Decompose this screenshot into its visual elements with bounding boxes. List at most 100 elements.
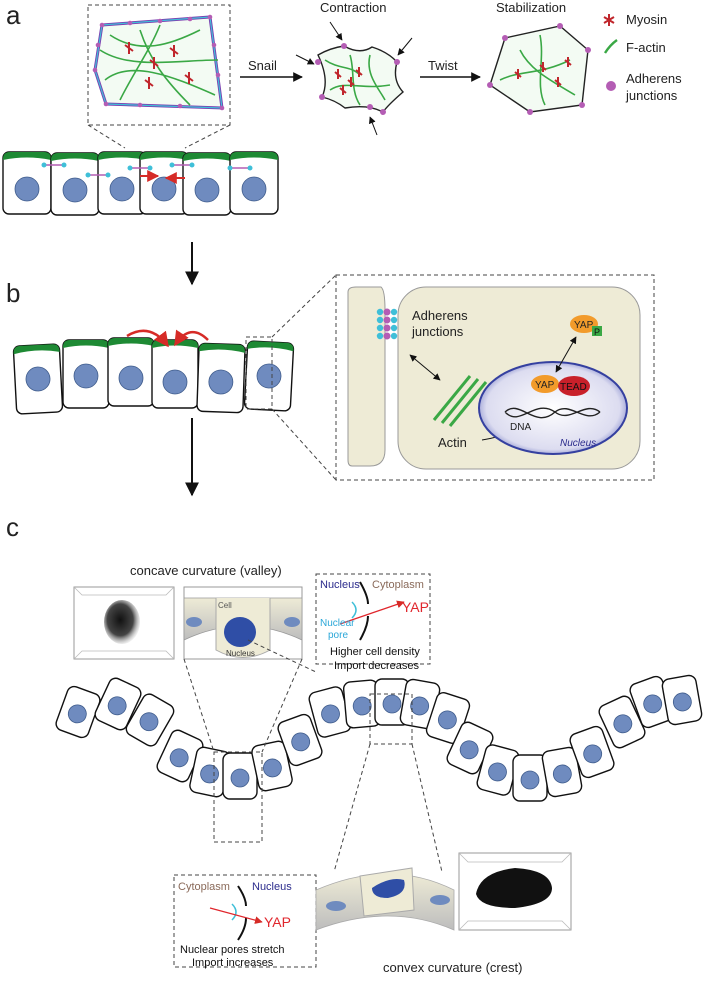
cell-nucleus: [162, 369, 188, 395]
junction-dot: [169, 162, 175, 168]
epithelial-cell: [139, 151, 189, 215]
concave-title: concave curvature (valley): [130, 563, 282, 578]
valley-cross-section: Cell Nucleus: [183, 586, 303, 660]
inset-nucleus-label: Nucleus: [560, 438, 596, 449]
junction-dot: [147, 165, 153, 171]
apical-actin-cap: [183, 153, 231, 161]
epithelial-cell: [97, 151, 147, 215]
bottom-box-yap: YAP: [264, 914, 291, 930]
contraction-arrow-1: [329, 21, 343, 41]
epithelial-cell: [476, 744, 520, 796]
cell-nucleus: [194, 177, 220, 203]
cell-nucleus: [488, 762, 507, 782]
constriction-arrows-a: [140, 170, 185, 184]
cell-nucleus: [321, 704, 340, 724]
apical-actin-cap: [198, 343, 245, 353]
junction-dot: [85, 172, 91, 178]
bend-arrow-left: [126, 329, 169, 348]
cell-nucleus: [14, 176, 40, 202]
nucleus-render-crest: [458, 852, 572, 931]
cell-nucleus: [208, 369, 234, 395]
junction-dot: [41, 162, 47, 168]
epithelial-cell: [277, 713, 323, 767]
valley-cell-label: Cell: [218, 601, 232, 610]
junction-dot: [61, 162, 67, 168]
epithelial-cell: [541, 746, 583, 798]
top-box-pore-2: pore: [328, 630, 348, 641]
epithelial-cell: [2, 151, 52, 215]
cell-nucleus: [459, 740, 479, 760]
apical-actin-cap: [51, 153, 99, 161]
zoom-line-a-left: [87, 124, 126, 149]
bottom-box-cytoplasm: Cytoplasm: [178, 881, 230, 893]
cell-nucleus: [352, 696, 372, 716]
valley-nucleus-label: Nucleus: [226, 649, 255, 658]
zoom-line-crest-left: [333, 743, 371, 873]
inset-dna: DNA: [510, 422, 531, 433]
epithelium-a: [2, 151, 279, 216]
junction-dot: [105, 172, 111, 178]
cell-nucleus: [583, 744, 603, 764]
apical-actin-cap: [108, 338, 154, 346]
crest-cross-section: [315, 867, 455, 931]
nucleus-render-valley: [73, 586, 175, 660]
zoom-line-a-right: [184, 124, 231, 149]
apical-actin-cap: [3, 152, 51, 160]
junction-dot: [227, 165, 233, 171]
zoom-box-valley: [213, 751, 263, 843]
top-box-line1: Higher cell density: [330, 646, 420, 658]
cell-nucleus: [109, 176, 135, 202]
snail-label: Snail: [248, 58, 277, 73]
apical-actin-cap: [13, 344, 60, 355]
actin-bundle: [432, 375, 488, 427]
bottom-box-line2: Import increases: [192, 957, 274, 969]
panel-label-b: b: [6, 278, 20, 308]
yap-nuclear: [531, 375, 559, 393]
epithelium-b: [12, 337, 295, 415]
apical-cell-stabilized: [487, 23, 591, 115]
epithelial-cell: [243, 340, 295, 412]
apical-actin-cap: [63, 340, 109, 348]
cell-nucleus: [410, 696, 430, 716]
inset-nucleus: [478, 361, 628, 455]
contraction-arrow-4: [369, 116, 378, 136]
junction-dot: [127, 165, 133, 171]
apical-actin-cap: [247, 341, 294, 352]
zoom-line-valley-left: [183, 658, 215, 753]
cell-nucleus: [107, 696, 127, 716]
epithelial-cell: [189, 746, 231, 798]
epithelial-cell: [446, 721, 494, 775]
legend: Myosin F-actin Adherens junctions: [603, 12, 682, 103]
junction-dot: [189, 162, 195, 168]
epithelial-cell: [229, 151, 279, 215]
cell-nucleus: [263, 758, 282, 778]
legend-junction-icon: [606, 81, 616, 91]
convex-title: convex curvature (crest): [383, 960, 522, 975]
zoom-line-valley-right: [261, 658, 303, 753]
epithelial-cell: [342, 679, 382, 729]
zoom-line-b-top: [271, 274, 337, 338]
cell-nucleus: [437, 710, 457, 730]
top-box-line2: Import decreases: [334, 660, 419, 672]
zoom-line-b-bottom: [271, 408, 337, 481]
epithelial-cell: [661, 674, 703, 726]
top-box-yap: YAP: [402, 599, 429, 615]
contraction-arrow-2: [295, 54, 315, 65]
cell-nucleus: [520, 770, 540, 790]
panel-label-a: a: [6, 0, 21, 30]
epithelial-cell: [125, 693, 175, 747]
cell-nucleus: [230, 768, 250, 788]
cell-nucleus: [25, 366, 51, 392]
panel-label-c: c: [6, 512, 19, 542]
legend-factin-icon: [603, 39, 618, 54]
yap-cytoplasmic-label: YAP: [574, 320, 594, 331]
inset-adherens-2: junctions: [411, 324, 464, 339]
cell-nucleus: [67, 704, 87, 724]
inset-adherens-1: Adherens: [412, 308, 468, 323]
cell-nucleus: [382, 694, 402, 714]
cell-nucleus: [291, 732, 311, 752]
tead: [558, 376, 590, 396]
epithelial-cell: [94, 677, 142, 731]
stabilization-label: Stabilization: [496, 0, 566, 15]
cell-nucleus: [241, 176, 267, 202]
